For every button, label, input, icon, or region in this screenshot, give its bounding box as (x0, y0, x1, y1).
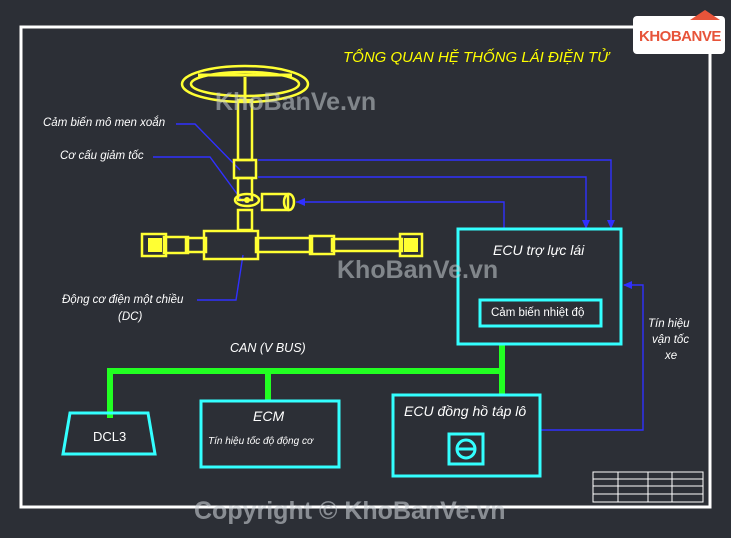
logo-roof-icon (690, 10, 720, 20)
steering-wheel-rim (180, 64, 310, 104)
reducer-gear (233, 192, 261, 208)
rack-left (184, 236, 208, 254)
ecm-sub-label: Tín hiệu tốc độ động cơ (208, 436, 313, 447)
ecm-label: ECM (253, 408, 285, 424)
can-bus (107, 345, 505, 418)
signal-lines (153, 123, 644, 431)
dlc-label: DCL3 (93, 429, 127, 444)
steering-column-lower (236, 176, 254, 202)
label-reducer: Cơ cấu giảm tốc (60, 150, 144, 162)
ecu-dash-label: ECU đồng hồ táp lô (404, 403, 527, 419)
khobanve-logo (633, 10, 725, 54)
ecu-steer-label: ECU trợ lực lái (493, 242, 585, 258)
label-motor-line1: Động cơ điện một chiều (62, 294, 184, 306)
reducer-center (244, 197, 250, 203)
tie-rod-right-end (398, 232, 424, 258)
box-ecm (199, 399, 341, 469)
label-motor-line2: (DC) (118, 311, 143, 323)
box-dlc (61, 411, 157, 456)
dc-motor (260, 192, 290, 212)
dc-motor-end (282, 192, 296, 212)
label-speed-signal-2: vận tốc (652, 334, 690, 346)
box-ecu-steer (456, 227, 623, 346)
diagram-title: TỔNG QUAN HỆ THỐNG LÁI ĐIỆN TỬ (343, 49, 610, 66)
rack-housing (202, 229, 260, 261)
logo-text: KHOBANVE (639, 28, 721, 45)
drawing-frame (19, 25, 712, 509)
tie-rod-right (330, 237, 404, 253)
leader-torque-sensor (176, 123, 241, 171)
tie-rod-left-joint (148, 238, 162, 252)
line-ecu-to-motor (296, 201, 505, 228)
label-can-bus: CAN (V BUS) (230, 341, 306, 355)
can-bus-main (107, 368, 502, 418)
box-ecu-dash (391, 393, 542, 478)
pinion-shaft (236, 208, 254, 232)
logo-background (633, 16, 725, 54)
arrowhead-torque2 (582, 220, 590, 229)
arrowheads (296, 198, 632, 289)
tie-rod-right-joint (404, 238, 418, 252)
line-torque-to-ecu (258, 159, 612, 228)
arrowhead-torque (607, 220, 615, 229)
boot-right (308, 234, 336, 256)
box-temp-sensor (478, 298, 603, 328)
tie-rod-left-end (140, 232, 168, 258)
mechanism-fills (148, 197, 418, 252)
leader-reducer (153, 156, 244, 203)
boot-left (162, 235, 190, 255)
watermark-top: KhoBanVe.vn (215, 88, 377, 116)
title-block (592, 471, 704, 503)
arrowhead-speed (623, 281, 632, 289)
watermark-copyright: Copyright © KhoBanVe.vn (194, 497, 506, 525)
line-torque2-to-ecu (258, 176, 587, 228)
steering-mechanism (140, 64, 424, 261)
watermark-middle: KhoBanVe.vn (337, 256, 499, 284)
cyan-boxes (61, 227, 623, 478)
gauge-icon (447, 432, 485, 466)
gauge-icon-frame (447, 432, 485, 466)
steering-wheel-spokes (198, 73, 292, 100)
line-speed-signal (540, 284, 644, 431)
rack-right (254, 236, 314, 254)
label-speed-signal-3: xe (665, 350, 678, 362)
arrowhead-motor (296, 198, 305, 206)
label-torque-sensor: Cảm biến mô men xoắn (43, 117, 166, 129)
label-speed-signal-1: Tín hiệu (648, 318, 690, 330)
temp-sensor-label: Cảm biến nhiệt độ (491, 307, 585, 319)
leader-motor (197, 254, 244, 301)
torque-sensor-housing (232, 158, 258, 180)
